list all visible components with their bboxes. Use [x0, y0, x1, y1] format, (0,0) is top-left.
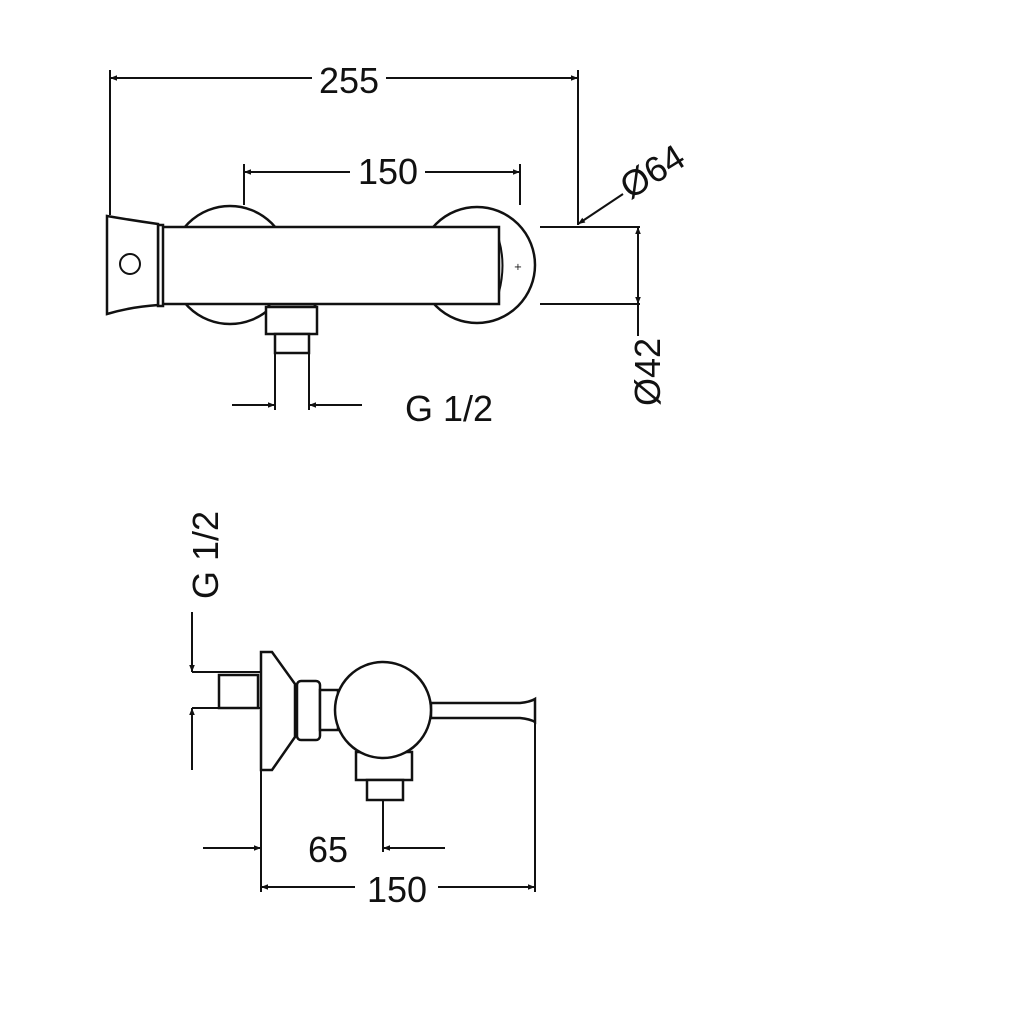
dimension-label: Ø64	[613, 136, 692, 207]
dimension-label: 65	[308, 829, 348, 870]
handle	[105, 214, 160, 316]
inlet-nipple	[217, 673, 260, 710]
dimension-255: 255	[109, 60, 579, 225]
dimension-label: G 1/2	[185, 511, 226, 599]
handle-hole-icon	[119, 253, 141, 275]
dimension-label: 150	[367, 869, 427, 910]
outlet-nipple	[365, 778, 405, 802]
mixer-body-round	[333, 660, 433, 760]
dimension-d42: Ø42	[540, 226, 668, 406]
center-mark-icon: +	[514, 262, 522, 273]
dimension-150-side: 150	[260, 722, 536, 910]
dimension-65: 65	[203, 800, 445, 870]
dimension-g12-side: G 1/2	[185, 511, 262, 770]
dimension-g12-top: G 1/2	[232, 353, 493, 429]
dimension-label: 150	[358, 151, 418, 192]
dimension-150-top: 150	[243, 151, 521, 205]
top-view: 255 150 + Ø64	[105, 60, 692, 429]
dimension-d64: Ø64	[577, 136, 692, 225]
wall-flange	[259, 650, 297, 772]
end-cap	[498, 227, 504, 304]
side-view: G 1/2 65 150	[185, 511, 537, 910]
lever-handle	[429, 696, 537, 725]
nut	[295, 679, 322, 742]
dimension-label: 255	[319, 60, 379, 101]
mixer-body	[160, 225, 501, 306]
dimension-label: Ø42	[627, 338, 668, 406]
dimension-label: G 1/2	[405, 388, 493, 429]
